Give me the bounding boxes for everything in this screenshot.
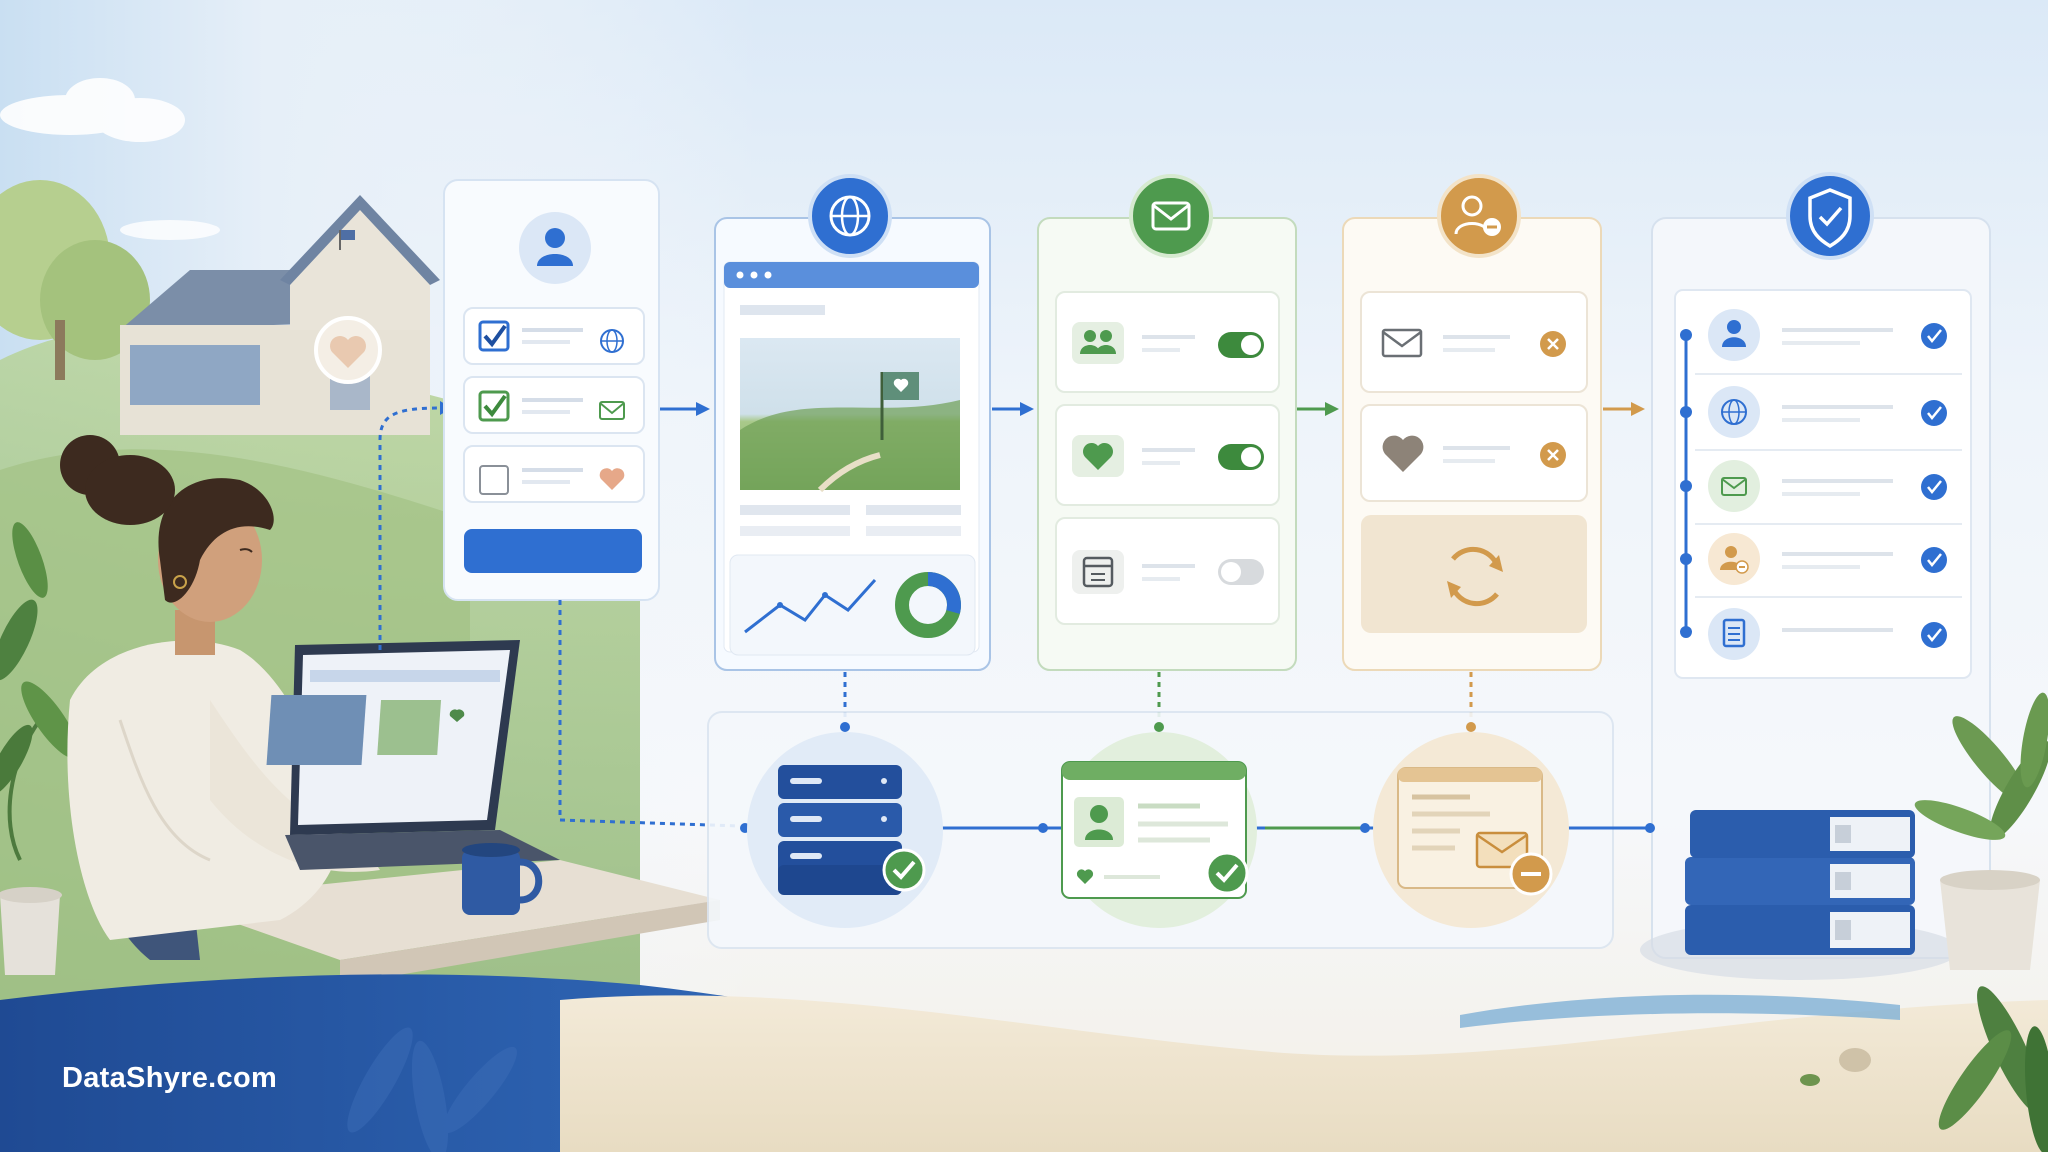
flow-arrow-5 — [1603, 402, 1645, 416]
toggle-on[interactable] — [1218, 444, 1264, 470]
mail-icon — [1129, 174, 1213, 258]
sandy-ground — [560, 995, 2048, 1152]
refresh-icon — [1450, 546, 1500, 607]
preference-row[interactable] — [1055, 404, 1280, 506]
check-icon — [1921, 323, 1947, 349]
coffee-mug — [462, 843, 543, 915]
line-chart — [744, 578, 877, 634]
record-row[interactable] — [1680, 533, 1962, 598]
remove-icon[interactable] — [1540, 331, 1566, 357]
user-minus-icon — [1720, 546, 1749, 574]
globe-icon — [600, 329, 624, 353]
toggle-on[interactable] — [1218, 332, 1264, 358]
check-icon — [1921, 474, 1947, 500]
record-row[interactable] — [1680, 386, 1962, 451]
archive-binders-icon — [1640, 810, 1960, 980]
dashed-connector — [558, 600, 741, 828]
unsubscribed-row[interactable] — [1360, 404, 1588, 502]
wave-leaves — [347, 1027, 517, 1152]
flow-arrow-2 — [660, 402, 710, 416]
desk — [170, 860, 720, 985]
heart-icon — [1082, 442, 1114, 470]
brand-label[interactable]: DataShyre.com — [62, 1062, 278, 1094]
user-minus-icon — [1437, 174, 1521, 258]
checkbox-unchecked[interactable] — [479, 465, 509, 495]
laptop — [266, 640, 560, 870]
heart-icon — [599, 468, 625, 490]
consent-checkbox-row[interactable] — [463, 376, 645, 434]
toggle-off[interactable] — [1218, 559, 1264, 585]
record-row[interactable] — [1680, 608, 1947, 660]
donor-profile-card-icon — [1061, 732, 1257, 928]
preference-row[interactable] — [1055, 291, 1280, 393]
submit-consent-button[interactable] — [464, 529, 642, 573]
consent-checkbox-row[interactable] — [463, 307, 645, 365]
globe-icon — [1721, 399, 1747, 425]
sync-button[interactable] — [1361, 515, 1587, 633]
heart-sign-icon — [314, 316, 382, 384]
record-row[interactable] — [1680, 309, 1962, 375]
mail-icon — [1381, 328, 1423, 358]
database-server-icon — [747, 732, 943, 928]
check-icon — [1921, 400, 1947, 426]
cloud-small — [120, 220, 220, 240]
consent-checkbox-row[interactable] — [463, 445, 645, 503]
plant-left — [0, 522, 79, 975]
check-icon — [1921, 622, 1947, 648]
mail-icon — [599, 401, 625, 420]
preference-row[interactable] — [1055, 517, 1280, 625]
check-icon — [1921, 547, 1947, 573]
flow-arrow-4 — [1297, 402, 1339, 416]
remove-icon[interactable] — [1540, 442, 1566, 468]
unsubscribed-row[interactable] — [1360, 291, 1588, 393]
calendar-icon — [1082, 556, 1114, 588]
heart-icon — [1382, 435, 1424, 472]
plant-right — [1800, 692, 2048, 1152]
record-row[interactable] — [1680, 460, 1962, 525]
people-icon — [1080, 330, 1116, 354]
document-icon — [1722, 618, 1746, 648]
mail-icon — [1721, 477, 1747, 496]
shield-check-icon — [1786, 172, 1874, 260]
cloud-left — [0, 78, 185, 142]
opt-out-letter-icon — [1373, 732, 1569, 928]
flow-arrow-3 — [992, 402, 1034, 416]
globe-icon — [808, 174, 892, 258]
website-panel — [714, 217, 991, 671]
user-icon — [537, 228, 573, 266]
user-icon — [1722, 320, 1746, 347]
